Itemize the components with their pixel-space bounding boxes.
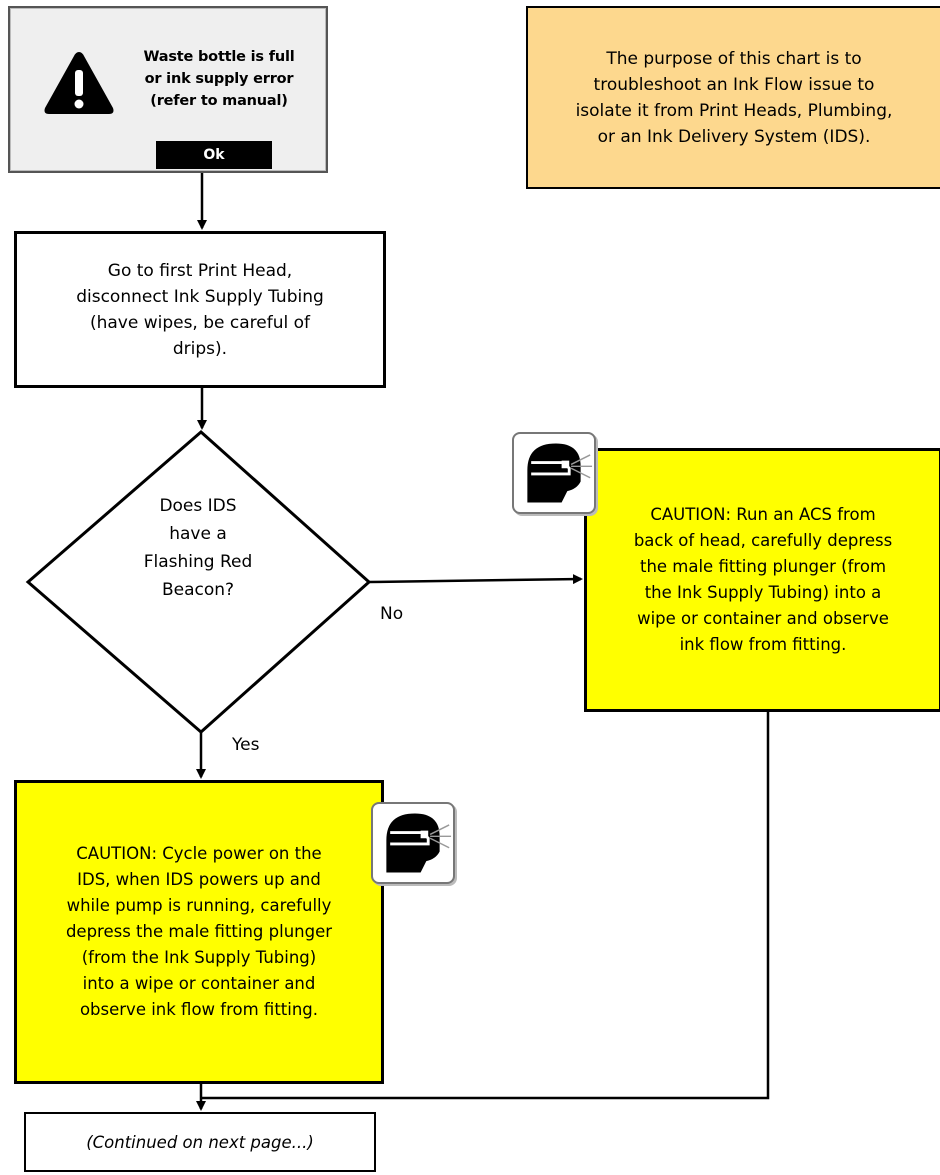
ok-button[interactable]: Ok [156, 141, 272, 169]
continued-note: (Continued on next page...) [24, 1112, 376, 1172]
branch-label-yes: Yes [232, 735, 260, 755]
purpose-note: The purpose of this chart is to troubles… [526, 6, 940, 189]
caution-box-no-branch: CAUTION: Run an ACS from back of head, c… [584, 448, 940, 712]
branch-label-no: No [380, 604, 404, 624]
dialog-message: Waste bottle is full or ink supply error… [143, 49, 295, 109]
error-dialog: Waste bottle is full or ink supply error… [8, 6, 328, 173]
safety-goggles-icon [512, 432, 596, 514]
caution-box-yes-branch: CAUTION: Cycle power on the IDS, when ID… [14, 780, 384, 1084]
warning-triangle-icon [44, 52, 114, 114]
decision-question: Does IDS have a Flashing Red Beacon? [143, 496, 253, 600]
safety-goggles-icon [371, 802, 455, 884]
connector-no-merge [201, 712, 770, 1100]
connector-no-branch [368, 574, 583, 585]
step-disconnect-tubing: Go to first Print Head, disconnect Ink S… [14, 231, 386, 388]
